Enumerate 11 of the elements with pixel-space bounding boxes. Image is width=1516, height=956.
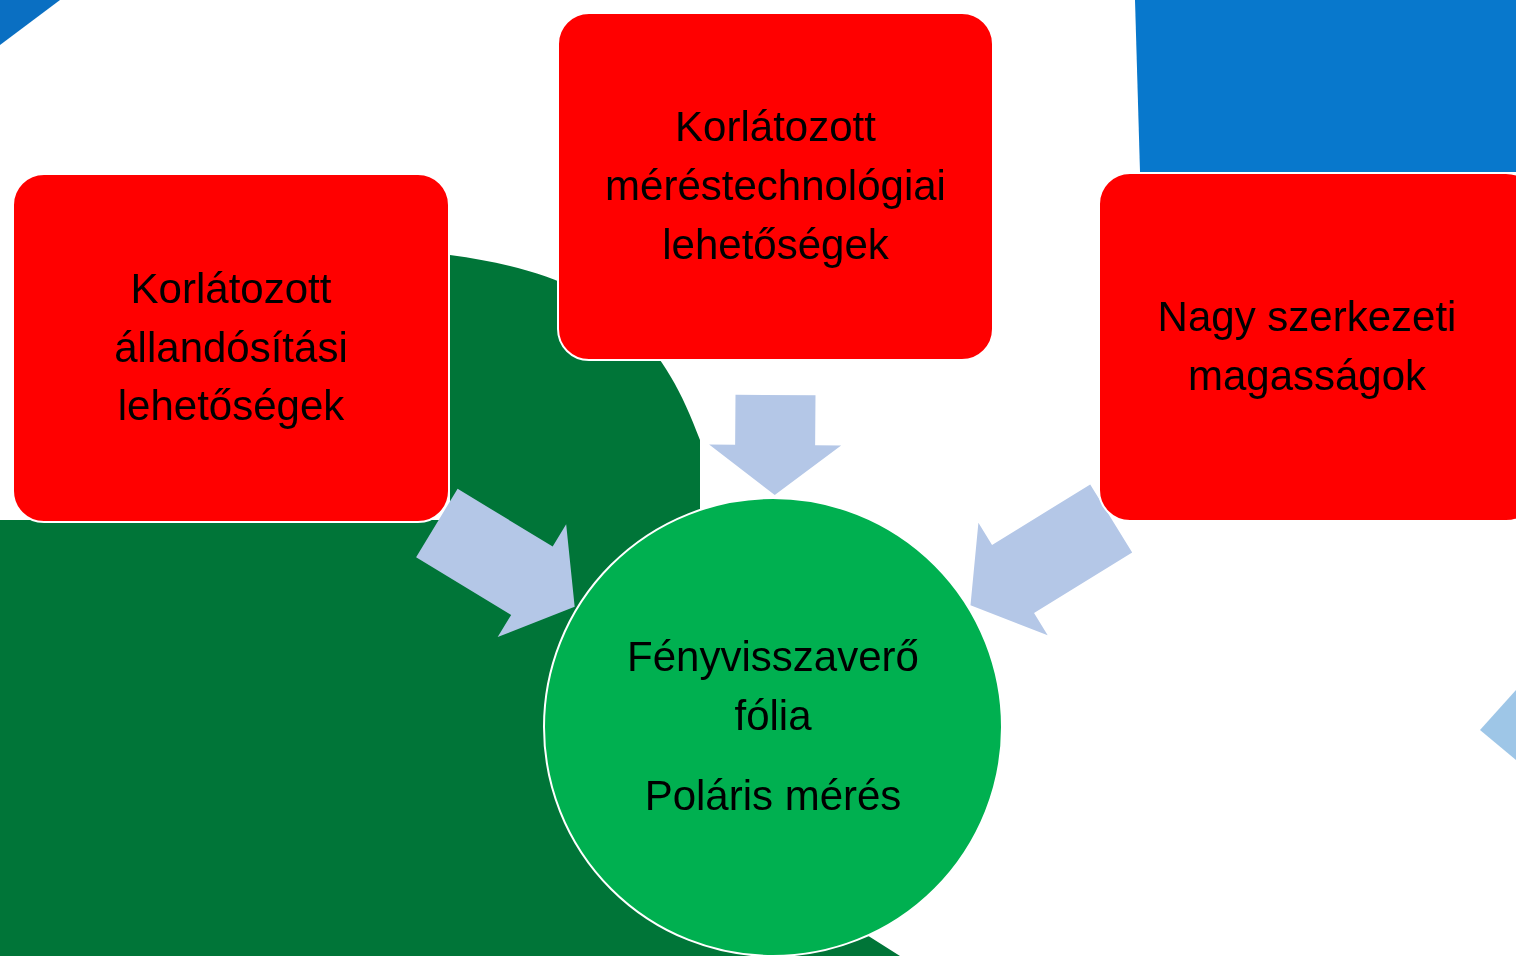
node-text: Fényvisszaverő fólia — [626, 631, 920, 741]
rounded-box — [557, 12, 994, 361]
block-arrow — [970, 484, 1133, 636]
node-text: Korlátozott állandósítási lehetőségek — [113, 263, 349, 432]
rounded-box — [1098, 172, 1516, 522]
node-text: Nagy szerkezeti magasságok — [1156, 292, 1458, 401]
block-arrow — [709, 394, 842, 495]
block-arrow — [416, 488, 575, 638]
node-text: Korlátozott méréstechnológiai lehetőségek — [604, 102, 947, 270]
rounded-box — [12, 173, 450, 523]
node-text: Poláris mérés — [644, 771, 902, 822]
